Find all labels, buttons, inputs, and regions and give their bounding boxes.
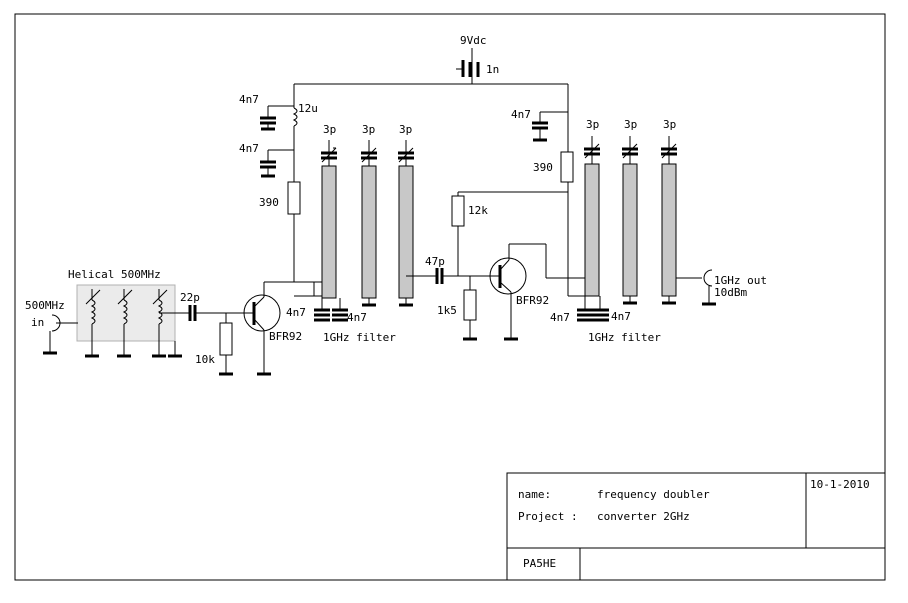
helical-filter-label: Helical 500MHz [68,268,161,281]
base-resistor-10k [219,322,233,356]
filter-1-capacitor-b-value: 4n7 [347,311,367,324]
title-block-name-label: name: [518,488,551,501]
output-label: 1GHz out [714,274,767,287]
filter-2-resonator-3 [661,136,677,305]
filter-1-trimmer-1-value: 3p [323,123,336,136]
transistor-2 [489,244,527,338]
supply-decoupling-capacitor [456,60,480,77]
bias-resistor-12k [451,195,465,227]
transistor-1 [243,282,281,373]
helical-filter-coils [85,289,168,355]
collector-resistor-1-value: 390 [259,196,279,209]
filter-2-trimmer-1-value: 3p [586,118,599,131]
transistor-2-type: BFR92 [516,294,549,307]
input-frequency-label: 500MHz [25,299,65,312]
transistor-1-type: BFR92 [269,330,302,343]
filter-1-capacitor-a-value: 4n7 [286,306,306,319]
decoupling-capacitor-1-value: 4n7 [239,93,259,106]
supply-capacitor-value: 1n [486,63,499,76]
filter-1-resonator-2 [361,140,377,307]
title-block [506,472,886,581]
title-block-name-value: frequency doubler [597,488,710,501]
title-block-date: 10-1-2010 [810,478,870,491]
output-connector-icon [703,269,713,287]
supply-voltage-label: 9Vdc [460,34,487,47]
filter-2-capacitor-b-value: 4n7 [611,310,631,323]
filter-2-capacitor-a-value: 4n7 [550,311,570,324]
filter-1-resonator-1 [321,140,337,299]
decoupling-capacitor-2-value: 4n7 [239,142,259,155]
collector-resistor-2 [560,151,574,183]
supply-rail [293,48,569,152]
title-block-project-value: converter 2GHz [597,510,690,523]
filter-2-label: 1GHz filter [588,331,661,344]
input-label: in [31,316,44,329]
decoupling-capacitor-2 [260,149,294,178]
choke-inductor-value: 12u [298,102,318,115]
decoupling-capacitor-1 [260,105,294,131]
filter-2-bottom-capacitors [577,296,609,322]
output-level: 10dBm [714,286,747,299]
coupling-capacitor-1-value: 22p [180,291,200,304]
base-resistor-10k-value: 10k [195,353,215,366]
filter-1-resonator-3 [398,140,414,307]
decoupling-capacitor-3 [532,111,568,142]
bias-resistor-1k5-value: 1k5 [437,304,457,317]
filter-1-trimmer-2-value: 3p [362,123,375,136]
filter-2-resonator-1 [584,136,600,297]
filter-2-resonator-2 [622,136,638,305]
sheet-border [14,13,886,581]
filter-1-bottom-capacitors [314,298,348,322]
bias-resistor-1k5 [463,289,477,321]
title-block-author: PA5HE [523,557,556,570]
choke-inductor [292,100,298,182]
bias-resistor-12k-value: 12k [468,204,488,217]
decoupling-capacitor-3-value: 4n7 [511,108,531,121]
filter-1-trimmer-3-value: 3p [399,123,412,136]
coupling-capacitor-2-value: 47p [425,255,445,268]
filter-2-trimmer-2-value: 3p [624,118,637,131]
filter-1-label: 1GHz filter [323,331,396,344]
filter-2-trimmer-3-value: 3p [663,118,676,131]
title-block-project-label: Project : [518,510,578,523]
collector-resistor-1 [287,181,301,215]
collector-resistor-2-value: 390 [533,161,553,174]
